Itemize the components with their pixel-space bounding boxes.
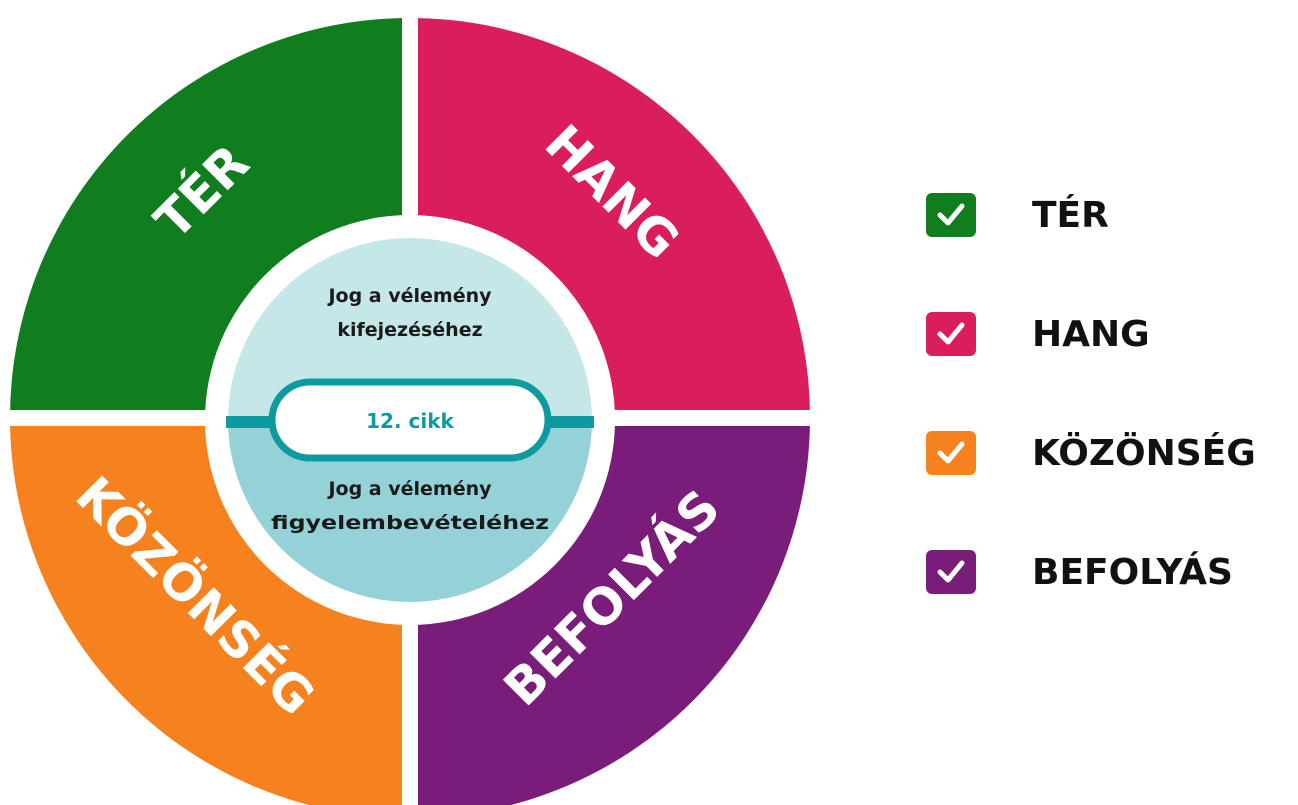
center-bottom-line-2: figyelembevételéhez bbox=[271, 512, 549, 534]
article-pill bbox=[268, 378, 552, 462]
legend-item-hang: HANG bbox=[926, 309, 1298, 359]
legend-item-befolyas: BEFOLYÁS bbox=[926, 547, 1298, 597]
article-pill-label: 12. cikk bbox=[366, 409, 454, 433]
lundy-model-diagram: TÉR HANG KÖZÖNSÉG BEFOLYÁS 12. cikk Jog … bbox=[10, 18, 810, 805]
legend-label-hang: HANG bbox=[1032, 313, 1150, 355]
legend-label-befolyas: BEFOLYÁS bbox=[1032, 551, 1233, 593]
legend-label-ter: TÉR bbox=[1032, 194, 1109, 236]
legend-item-ter: TÉR bbox=[926, 190, 1298, 240]
legend-label-kozonseg: KÖZÖNSÉG bbox=[1032, 432, 1256, 474]
checkmark-icon bbox=[926, 431, 976, 475]
checkmark-icon bbox=[926, 312, 976, 356]
center-top-line-2: kifejezéséhez bbox=[337, 319, 482, 341]
center-top-line-1: Jog a vélemény bbox=[326, 285, 492, 307]
legend-item-kozonseg: KÖZÖNSÉG bbox=[926, 428, 1298, 478]
center-top-half bbox=[228, 238, 592, 420]
legend: TÉR HANG KÖZÖNSÉG BEFOLYÁS bbox=[926, 190, 1298, 666]
center-bottom-half bbox=[228, 420, 592, 602]
checkmark-icon bbox=[926, 550, 976, 594]
center-bottom-line-1: Jog a vélemény bbox=[326, 478, 492, 500]
checkmark-icon bbox=[926, 193, 976, 237]
